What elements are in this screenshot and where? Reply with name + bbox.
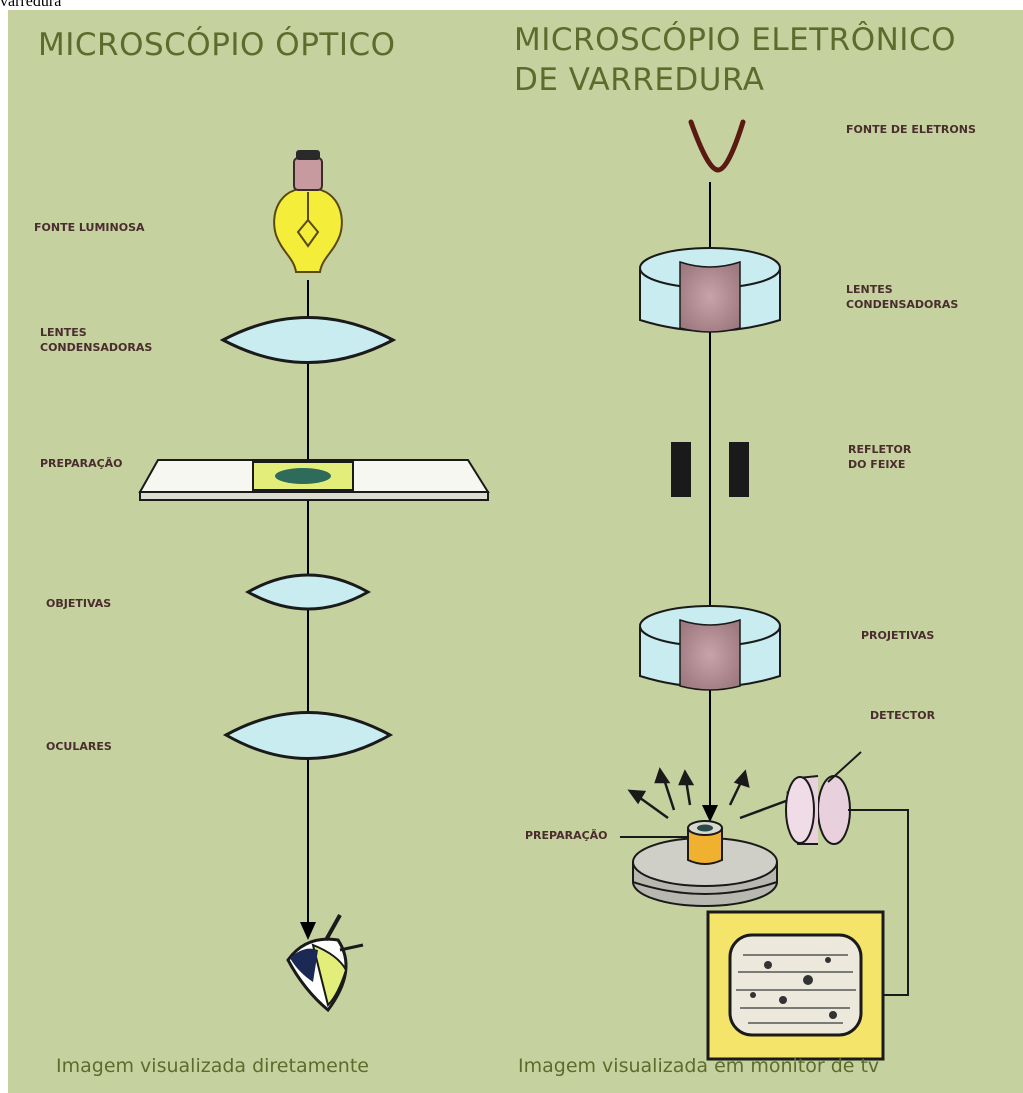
electron-title-line1: MICROSCÓPIO ELETRÔNICO — [514, 22, 956, 58]
label-light-source: FONTE LUMINOSA — [34, 221, 145, 234]
electron-projective-lens — [639, 605, 781, 691]
label-electron-condenser: LENTES CONDENSADORAS — [846, 283, 959, 311]
electron-title-line2: DE VARREDURA — [514, 62, 765, 98]
electron-condenser-lens — [639, 247, 781, 333]
deflector-plate-left — [671, 442, 691, 497]
label-objectives: OBJETIVAS — [46, 597, 112, 610]
deflector-plate-right — [729, 442, 749, 497]
label-optical-condenser: LENTES CONDENSADORAS — [40, 326, 153, 354]
label-deflector: REFLETOR DO FEIXE — [848, 443, 912, 471]
label-projective: PROJETIVAS — [861, 629, 935, 642]
label-oculars: OCULARES — [46, 740, 112, 753]
detector-icon — [785, 751, 862, 845]
optical-arrow-icon — [300, 922, 316, 940]
optical-objective-lens — [244, 573, 372, 611]
optical-title: MICROSCÓPIO ÓPTICO — [38, 27, 396, 63]
optical-condenser-lens — [219, 316, 397, 364]
diagram-canvas — [138, 119, 909, 1061]
label-electron-specimen: PREPARAÇÃO — [525, 829, 608, 842]
electron-source-icon — [688, 119, 746, 173]
electron-beam-arrow-icon — [702, 805, 718, 822]
emission-arrows — [627, 767, 805, 820]
optical-footer: Imagem visualizada diretamente — [56, 1055, 369, 1077]
figure-caption: varredura — [0, 0, 62, 10]
label-detector: DETECTOR — [870, 709, 936, 722]
electron-footer: Imagem visualizada em monitor de tv — [518, 1055, 880, 1077]
specimen-slide — [138, 459, 490, 501]
diagram-panel: MICROSCÓPIO ÓPTICO MICROSCÓPIO ELETRÔNIC… — [8, 10, 1023, 1093]
detector-cable — [848, 809, 909, 996]
tv-monitor — [706, 910, 885, 1061]
specimen-stage — [632, 820, 778, 907]
light-bulb-icon — [273, 150, 343, 273]
eye-icon — [286, 914, 364, 1013]
optical-ocular-lens — [222, 711, 394, 760]
label-optical-specimen: PREPARAÇÃO — [40, 457, 123, 470]
specimen-pointer-line — [620, 836, 688, 838]
label-electron-source: FONTE DE ELETRONS — [846, 123, 976, 136]
